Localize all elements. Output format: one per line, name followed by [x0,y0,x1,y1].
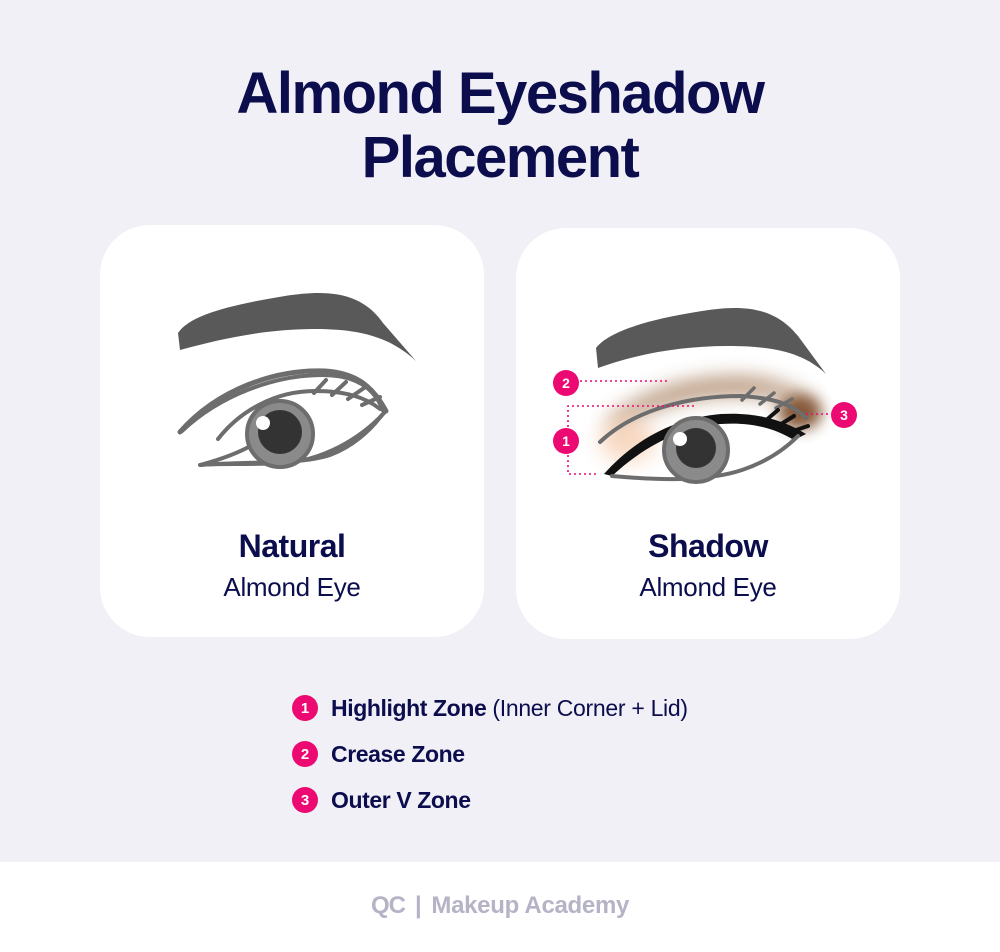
footer-brand: QC | Makeup Academy [0,892,1000,920]
page-title: Almond Eyeshadow Placement [0,62,1000,190]
qc-logo: QC [370,892,406,919]
legend-badge: 1 [292,695,318,721]
svg-text:1: 1 [562,433,570,449]
legend-item-highlight: 1 Highlight Zone (Inner Corner + Lid) [292,692,688,724]
natural-eye-illustration [177,293,416,469]
legend-badge: 3 [292,787,318,813]
eyebrow-icon [178,293,416,361]
eyeliner [604,413,806,476]
card-title-shadow: Shadow [648,528,768,564]
title-line-2: Placement [361,125,640,190]
card-subtitle-shadow: Almond Eye [639,572,777,602]
natural-eye-card: Natural Almond Eye [100,225,484,637]
shadow-eye-card: 2 1 3 Shadow Almond Eye [516,228,900,639]
footer-separator: | [414,892,422,919]
legend-note: (Inner Corner + Lid) [492,694,688,721]
legend-item-outer-v: 3 Outer V Zone [292,784,471,816]
crease-shadow [606,378,816,428]
card-title-natural: Natural [238,528,346,564]
eyebrow-icon [596,307,826,374]
legend-badge: 2 [292,741,318,767]
legend-label: Crease Zone [331,740,465,767]
legend-label: Highlight Zone [331,694,487,721]
svg-text:2: 2 [562,375,570,391]
marker-badge-3: 3 [831,402,857,428]
title-line-1: Almond Eyeshadow [236,61,765,126]
marker-badge-1: 1 [553,428,579,454]
brand-name: Makeup Academy [431,892,630,919]
shadow-eye-illustration: 2 1 3 [553,307,857,484]
legend-label: Outer V Zone [331,786,471,813]
legend-item-crease: 2 Crease Zone [292,738,465,770]
marker-badge-2: 2 [553,370,579,396]
footer: QC | Makeup Academy [0,862,1000,952]
card-subtitle-natural: Almond Eye [223,572,361,602]
svg-text:3: 3 [840,407,848,423]
